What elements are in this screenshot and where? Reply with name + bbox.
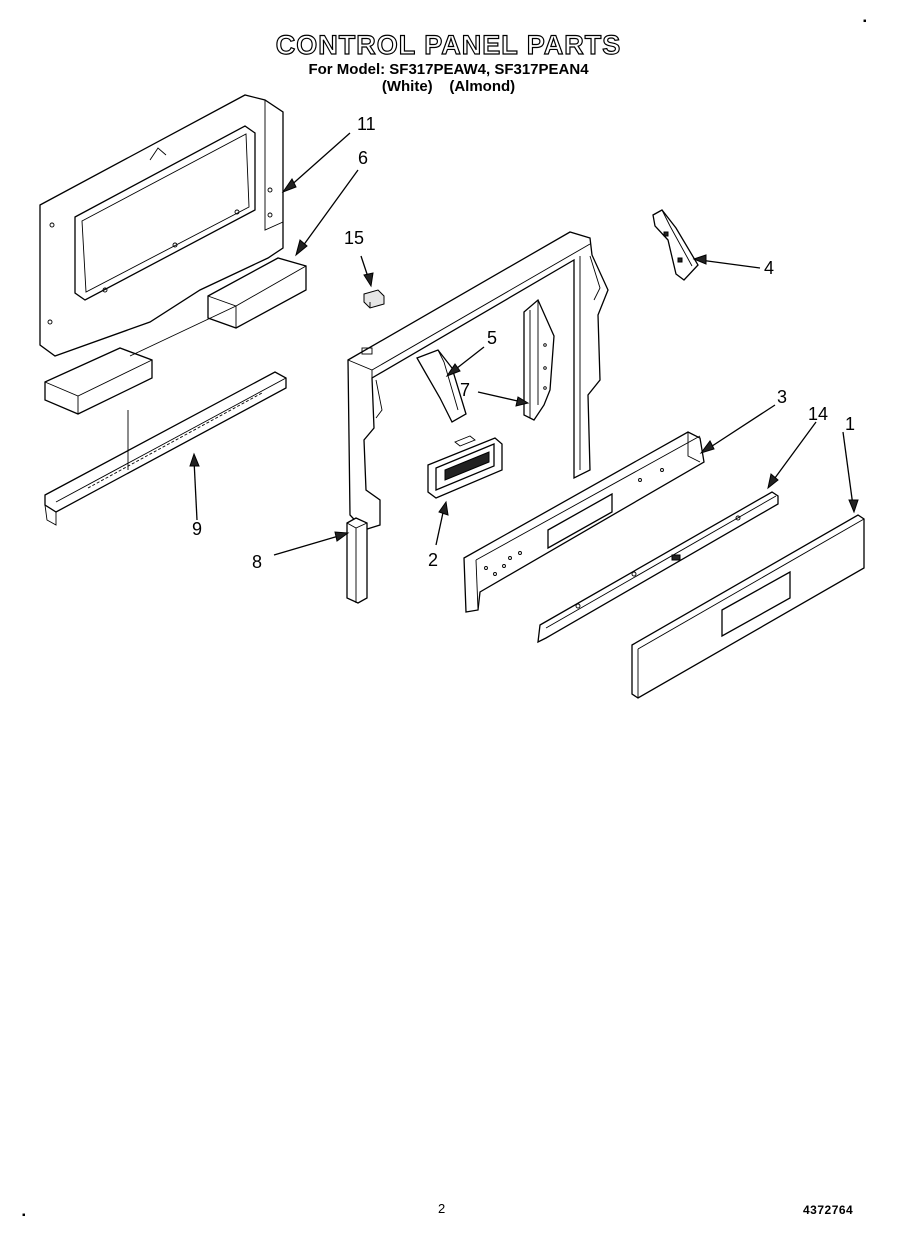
corner-mark: ▪ [863,16,867,27]
page-title: CONTROL PANEL PARTS [275,29,622,60]
color-line: (White) (Almond) [381,78,516,95]
part-3-control-panel [463,431,705,613]
callout-11: 11 [357,114,376,134]
callout-7: 7 [460,380,470,400]
part-4-end-cap-right [652,209,699,281]
part-6-insulation [44,257,307,415]
part-5-end-cap-left [416,349,467,423]
callout-5: 5 [487,328,497,348]
part-8-side-trim [346,517,368,604]
part-15-clip [363,289,385,309]
callout-labels: 1 2 3 4 5 6 7 8 9 11 14 15 [192,114,855,572]
corner-mark: ▪ [22,1210,26,1221]
part-9-vent-rail [44,371,287,526]
callout-2: 2 [428,550,438,570]
callout-14: 14 [808,404,828,424]
part-1-overlay [631,514,865,699]
document-code: 4372764 [803,1203,854,1217]
part-7-support-bracket [523,298,555,421]
callout-4: 4 [764,258,774,278]
main-frame [347,231,609,531]
callout-8: 8 [252,552,262,572]
callout-1: 1 [845,414,855,434]
part-2-electronic-control [427,435,503,499]
part-11-backguard-panel [39,94,284,357]
callout-6: 6 [358,148,368,168]
page-number: 2 [438,1201,446,1216]
callout-3: 3 [777,387,787,407]
callout-15: 15 [344,228,364,248]
part-14-trim-strip [537,491,779,644]
leader-lines [189,132,859,556]
callout-9: 9 [192,519,202,539]
model-line: For Model: SF317PEAW4, SF317PEAN4 [308,61,589,78]
